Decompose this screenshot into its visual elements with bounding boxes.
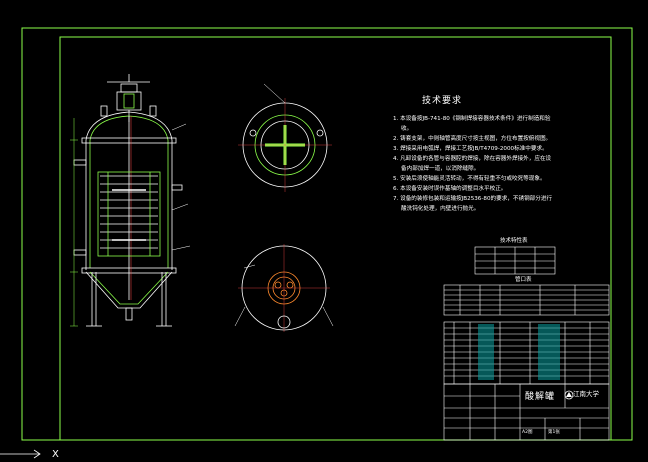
vessel-front-view: [70, 74, 191, 327]
requirement-item: 收。: [401, 126, 413, 132]
ucs-x-label: X: [52, 449, 59, 460]
nozzle-table-title: 管口表: [515, 277, 532, 283]
requirement-item: 6. 本设备安装时误作基轴的调整目水平校正。: [393, 186, 507, 192]
requirement-item: 2. 铸套支架，中则轴管高度尺寸按主视图，方位布置按俯视图。: [393, 136, 552, 142]
requirement-item: 3. 焊接采用电弧焊，焊接工艺按JB/T4709-2000标准中要求。: [393, 146, 548, 152]
scale-label: A2图: [522, 430, 533, 435]
requirements-title: 技术要求: [422, 96, 463, 106]
drawing-name: 酸解罐: [525, 392, 556, 402]
requirement-item: 5. 安装后须使轴能灵活转动，不得有轻重不匀或咬死等现象。: [393, 176, 546, 182]
parts-list-table: [443, 321, 610, 385]
requirements-list: 1. 本设备按JB-741-80《钢制焊接容器技术条件》进行制造和验 收。 2.…: [393, 114, 603, 214]
title-block: [443, 383, 610, 441]
tech-spec-table: [474, 246, 556, 275]
vessel-top-view: [238, 83, 332, 192]
sheet-inner-frame: [59, 36, 612, 441]
requirement-item: 4. 凡卸设备的各管与容器腔的焊接，除在容器外焊接外，应在设: [393, 156, 552, 162]
ucs-cursor-icon: [0, 449, 41, 459]
nozzle-table: [443, 284, 610, 316]
university-logo-icon: [564, 390, 574, 400]
sheet-label: 第1张: [548, 430, 560, 435]
organization-name: 江南大学: [573, 390, 599, 398]
vessel-bottom-view: [234, 244, 334, 332]
requirement-item: 备内部加焊一道，以消除缝隙。: [401, 166, 480, 172]
requirement-item: 7. 设备的装修包装和运输按JB2536-80的要求，不锈钢部分进行: [393, 196, 553, 202]
requirement-item: 1. 本设备按JB-741-80《钢制焊接容器技术条件》进行制造和验: [393, 116, 551, 122]
requirement-item: 酸洗钝化处理，内壁进行抛光。: [401, 206, 480, 212]
tech-spec-table-title: 技术特性表: [500, 238, 528, 244]
